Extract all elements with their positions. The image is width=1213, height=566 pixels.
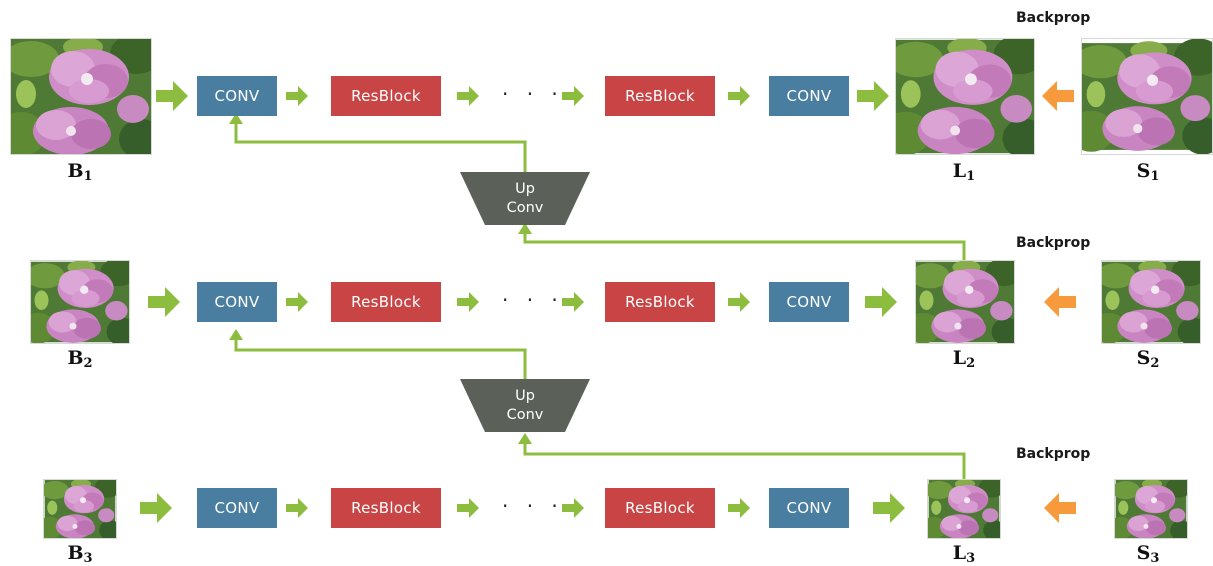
forward-arrow xyxy=(865,287,897,317)
upconv-block-2-shape xyxy=(460,379,590,432)
upconv-label-line2: Conv xyxy=(506,200,544,216)
backprop-arrow xyxy=(1044,493,1076,523)
forward-arrow xyxy=(857,81,889,111)
upconv-label-line1: Up xyxy=(515,388,535,404)
ellipsis: · · · xyxy=(502,494,564,518)
label-l1: L1 xyxy=(952,160,976,184)
ellipsis: · · · xyxy=(502,288,564,312)
forward-arrow xyxy=(457,498,479,518)
skip-connection-line xyxy=(523,232,966,262)
blurred-image-b1 xyxy=(10,38,152,155)
conv-block: CONV xyxy=(197,76,277,116)
latent-image-l3 xyxy=(927,479,1001,539)
forward-arrow xyxy=(873,493,905,523)
forward-arrow xyxy=(457,86,479,106)
backprop-arrow xyxy=(1042,81,1074,111)
label-b3: B3 xyxy=(67,542,93,566)
latent-image-l1 xyxy=(895,38,1035,155)
forward-arrow xyxy=(286,86,308,106)
upconv-block-2: Up Conv xyxy=(460,379,590,433)
forward-arrow xyxy=(728,86,750,106)
label-l2: L2 xyxy=(952,347,976,371)
sharp-image-s2 xyxy=(1101,260,1201,344)
resblock: ResBlock xyxy=(331,282,441,322)
skip-connection-line xyxy=(234,122,527,172)
latent-image-l2 xyxy=(915,260,1015,344)
resblock: ResBlock xyxy=(331,488,441,528)
resblock: ResBlock xyxy=(605,282,715,322)
conv-block: CONV xyxy=(197,488,277,528)
label-s3: S3 xyxy=(1136,542,1160,566)
sharp-image-s1 xyxy=(1081,38,1213,155)
forward-arrow xyxy=(562,498,584,518)
sharp-image-s3 xyxy=(1114,479,1188,539)
forward-arrow xyxy=(286,292,308,312)
skip-connection-line xyxy=(523,442,966,479)
backprop-arrow xyxy=(1044,287,1076,317)
conv-block: CONV xyxy=(769,282,849,322)
label-l3: L3 xyxy=(952,542,976,566)
backprop-label: Backprop xyxy=(1016,235,1091,251)
label-b2: B2 xyxy=(67,347,93,371)
backprop-label: Backprop xyxy=(1016,10,1091,26)
forward-arrow xyxy=(562,292,584,312)
skip-connection-line xyxy=(234,338,527,379)
conv-block: CONV xyxy=(197,282,277,322)
forward-arrow xyxy=(457,292,479,312)
ellipsis: · · · xyxy=(502,82,564,106)
forward-arrow xyxy=(728,292,750,312)
forward-arrow xyxy=(156,81,188,111)
upconv-block-1-shape xyxy=(460,172,590,225)
label-s1: S1 xyxy=(1136,160,1160,184)
resblock: ResBlock xyxy=(331,76,441,116)
upconv-label-line2: Conv xyxy=(506,407,544,423)
resblock: ResBlock xyxy=(605,488,715,528)
conv-block: CONV xyxy=(769,76,849,116)
label-b1: B1 xyxy=(67,160,93,184)
forward-arrow xyxy=(148,287,180,317)
upconv-block-1: Up Conv xyxy=(460,172,590,226)
backprop-label: Backprop xyxy=(1016,446,1091,462)
resblock: ResBlock xyxy=(605,76,715,116)
blurred-image-b2 xyxy=(30,260,130,344)
forward-arrow xyxy=(562,86,584,106)
upconv-label-line1: Up xyxy=(515,181,535,197)
forward-arrow xyxy=(728,498,750,518)
label-s2: S2 xyxy=(1136,347,1160,371)
forward-arrow xyxy=(140,493,172,523)
blurred-image-b3 xyxy=(43,479,117,539)
forward-arrow xyxy=(286,498,308,518)
conv-block: CONV xyxy=(769,488,849,528)
